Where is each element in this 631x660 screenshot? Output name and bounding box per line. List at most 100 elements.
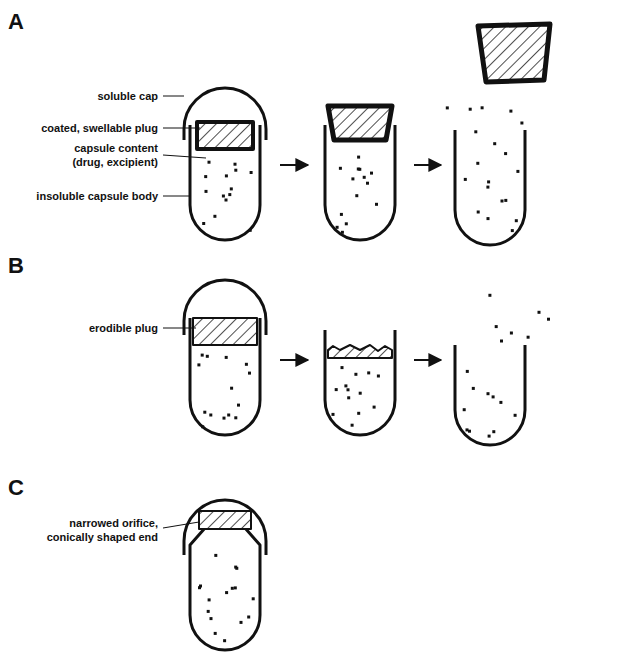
drug-particle xyxy=(488,294,491,297)
swellable-plug xyxy=(478,24,550,82)
drug-particle xyxy=(487,392,490,395)
drug-particle xyxy=(225,356,228,359)
drug-particle xyxy=(213,215,216,218)
drug-particle xyxy=(245,363,248,366)
swellable-plug xyxy=(197,122,253,149)
drug-particle xyxy=(223,417,226,420)
drug-particle xyxy=(225,174,228,177)
drug-particle xyxy=(495,325,498,328)
drug-particle xyxy=(501,200,504,203)
drug-particle xyxy=(511,229,514,232)
drug-particle xyxy=(487,217,490,220)
drug-particle xyxy=(463,408,466,411)
drug-particle xyxy=(230,387,233,390)
drug-particle xyxy=(203,411,206,414)
eroding-plug xyxy=(328,345,392,358)
drug-particle xyxy=(370,172,373,175)
capsule-body xyxy=(455,345,525,445)
erodible-plug xyxy=(193,318,257,345)
drug-particle xyxy=(209,414,212,417)
drug-particle xyxy=(234,163,237,166)
leader-lines xyxy=(163,96,206,528)
drug-particle xyxy=(357,412,360,415)
drug-particle xyxy=(240,621,243,624)
drug-particle xyxy=(231,587,234,590)
drug-particle xyxy=(249,229,252,232)
drug-particle xyxy=(351,177,354,180)
drug-particle xyxy=(488,435,491,438)
drug-particle xyxy=(208,161,211,164)
drug-particle xyxy=(367,371,370,374)
capsule-body xyxy=(190,318,260,435)
part-label: insoluble capsule body xyxy=(36,189,158,203)
leader-line xyxy=(163,328,196,329)
drug-particle xyxy=(469,108,472,111)
drug-particle xyxy=(341,231,344,234)
drug-particle xyxy=(340,213,343,216)
drug-particle xyxy=(527,336,530,339)
drug-particle xyxy=(223,639,226,642)
soluble-cap xyxy=(184,500,266,555)
drug-particle xyxy=(234,586,237,589)
drug-particle xyxy=(205,190,208,193)
drug-particle xyxy=(358,168,361,171)
drug-particle xyxy=(336,226,339,229)
drug-particle xyxy=(474,130,477,133)
part-label: coated, swellable plug xyxy=(41,121,158,135)
drug-particle xyxy=(225,199,228,202)
process-arrow xyxy=(280,164,308,166)
leader-line xyxy=(163,96,184,97)
drug-particle xyxy=(492,430,495,433)
drug-particle xyxy=(366,182,369,185)
drug-particle xyxy=(204,175,207,178)
drug-particle xyxy=(197,363,200,366)
capsule-body xyxy=(325,330,395,435)
part-label: narrowed orifice, conically shaped end xyxy=(33,516,158,544)
drug-particle xyxy=(486,186,489,189)
drug-particle xyxy=(472,387,475,390)
drug-particle xyxy=(520,122,523,125)
drug-particle xyxy=(339,167,342,170)
drug-particle xyxy=(335,388,338,391)
leader-line xyxy=(163,155,206,158)
process-arrow xyxy=(414,164,441,166)
drug-particle xyxy=(250,171,253,174)
part-label: soluble cap xyxy=(97,89,158,103)
panel-letter: B xyxy=(8,254,24,278)
panel-letter: A xyxy=(8,10,24,34)
drug-particle xyxy=(547,318,550,321)
leader-line xyxy=(163,522,199,528)
drug-particle xyxy=(341,366,344,369)
drug-particle xyxy=(227,414,230,417)
drug-particle xyxy=(446,106,449,109)
drug-particle xyxy=(248,372,251,375)
capsule-body-conical xyxy=(190,528,260,650)
drug-particle xyxy=(481,106,484,109)
drug-particle xyxy=(208,598,211,601)
leader-line xyxy=(163,196,190,197)
drug-particle xyxy=(468,430,471,433)
swellable-plug xyxy=(328,106,392,140)
drug-particle xyxy=(345,222,348,225)
drug-particle xyxy=(347,396,350,399)
drug-particle xyxy=(510,332,513,335)
drug-particle xyxy=(332,413,335,416)
drug-particle xyxy=(487,180,490,183)
drug-particle xyxy=(228,193,231,196)
drug-particle xyxy=(214,554,217,557)
drug-particle xyxy=(237,404,240,407)
drug-particle xyxy=(359,392,362,395)
drug-particle xyxy=(476,162,479,165)
drug-particle xyxy=(509,110,512,113)
drug-particle xyxy=(234,416,237,419)
plug xyxy=(199,511,251,529)
drug-particle xyxy=(538,311,541,314)
drug-particle xyxy=(466,370,469,373)
drug-particle xyxy=(202,222,205,225)
drug-particle xyxy=(375,203,378,206)
drug-particle xyxy=(377,375,380,378)
drug-particle xyxy=(504,199,507,202)
drug-particle xyxy=(347,388,350,391)
drug-particle xyxy=(477,211,480,214)
part-label: capsule content (drug, excipient) xyxy=(58,141,158,169)
